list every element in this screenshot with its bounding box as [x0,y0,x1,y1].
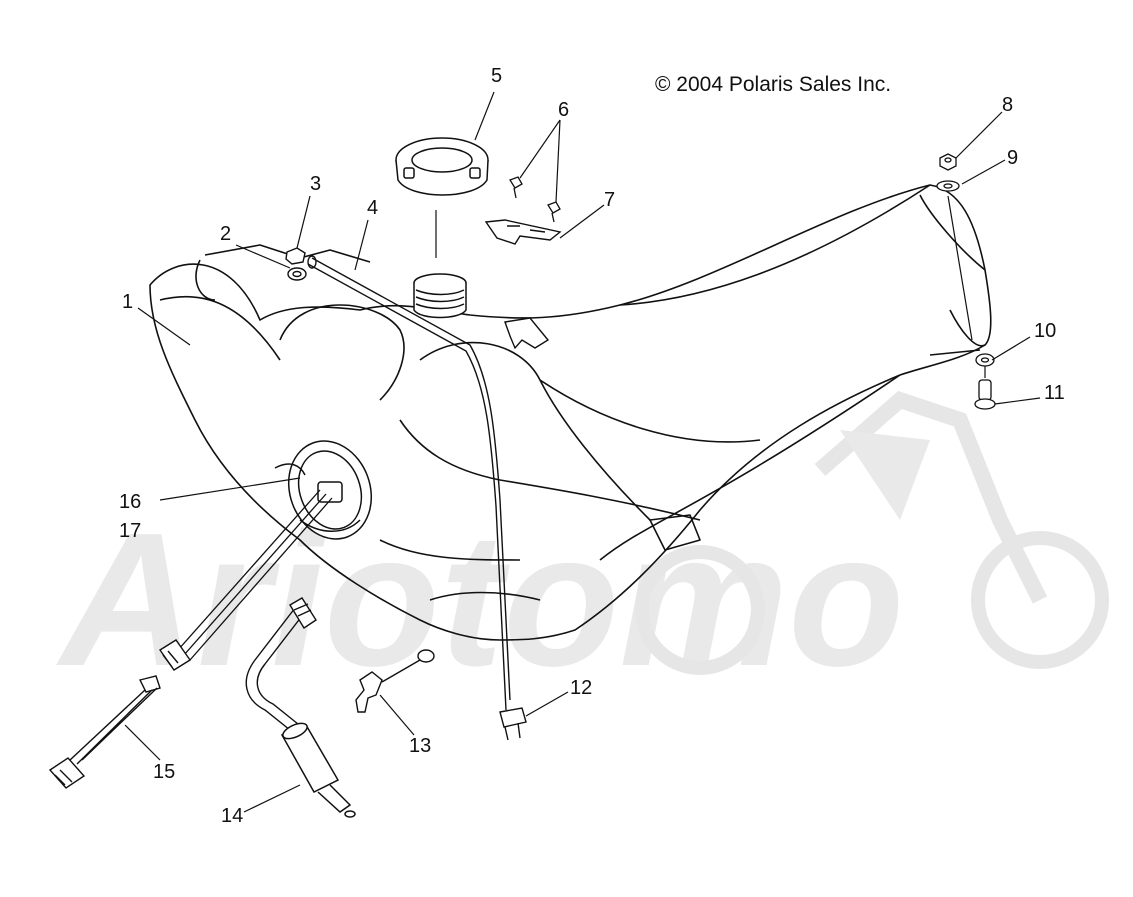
callout-1: 1 [122,291,134,313]
callout-8: 8 [1002,94,1014,116]
bolt-3 [285,247,307,281]
washer-10 [975,353,995,367]
callout-5: 5 [491,65,503,87]
filler-neck [413,273,467,319]
callout-17: 17 [119,520,142,542]
fuel-cap [395,137,489,196]
connector [159,639,191,671]
watermark-text: Ariotomo [56,494,904,706]
harness-15 [48,675,161,789]
washer-9 [936,180,960,192]
callout-12: 12 [570,677,593,699]
callout-9: 9 [1007,147,1019,169]
fuel-filter [280,722,356,818]
clip-13 [355,649,435,713]
callout-3: 3 [310,173,322,195]
callout-6: 6 [558,99,570,121]
callout-7: 7 [604,189,616,211]
bracket-7 [484,219,562,245]
watermark-logo: Ariotomo [56,390,1109,706]
screws-6 [509,176,561,223]
tank-bracket [504,317,550,350]
copyright-notice: © 2004 Polaris Sales Inc. [655,73,892,96]
callout-10: 10 [1034,320,1057,342]
vent-line [307,255,511,711]
bolt-11 [974,379,996,410]
wire-harness [177,489,333,661]
callout-4: 4 [367,197,379,219]
fuel-pump-assembly [274,440,373,540]
callout-15: 15 [153,761,176,783]
fuel-line-14 [245,607,306,731]
fuel-line-fitting [289,597,317,629]
fuel-tank [149,184,992,641]
callout-16: 16 [119,491,142,513]
nut-8 [939,153,957,171]
clamp-12 [499,707,527,741]
callout-14: 14 [221,805,244,827]
callout-2: 2 [220,223,232,245]
leader-lines [124,91,1041,813]
callout-11: 11 [1044,382,1065,404]
callout-13: 13 [409,735,432,757]
